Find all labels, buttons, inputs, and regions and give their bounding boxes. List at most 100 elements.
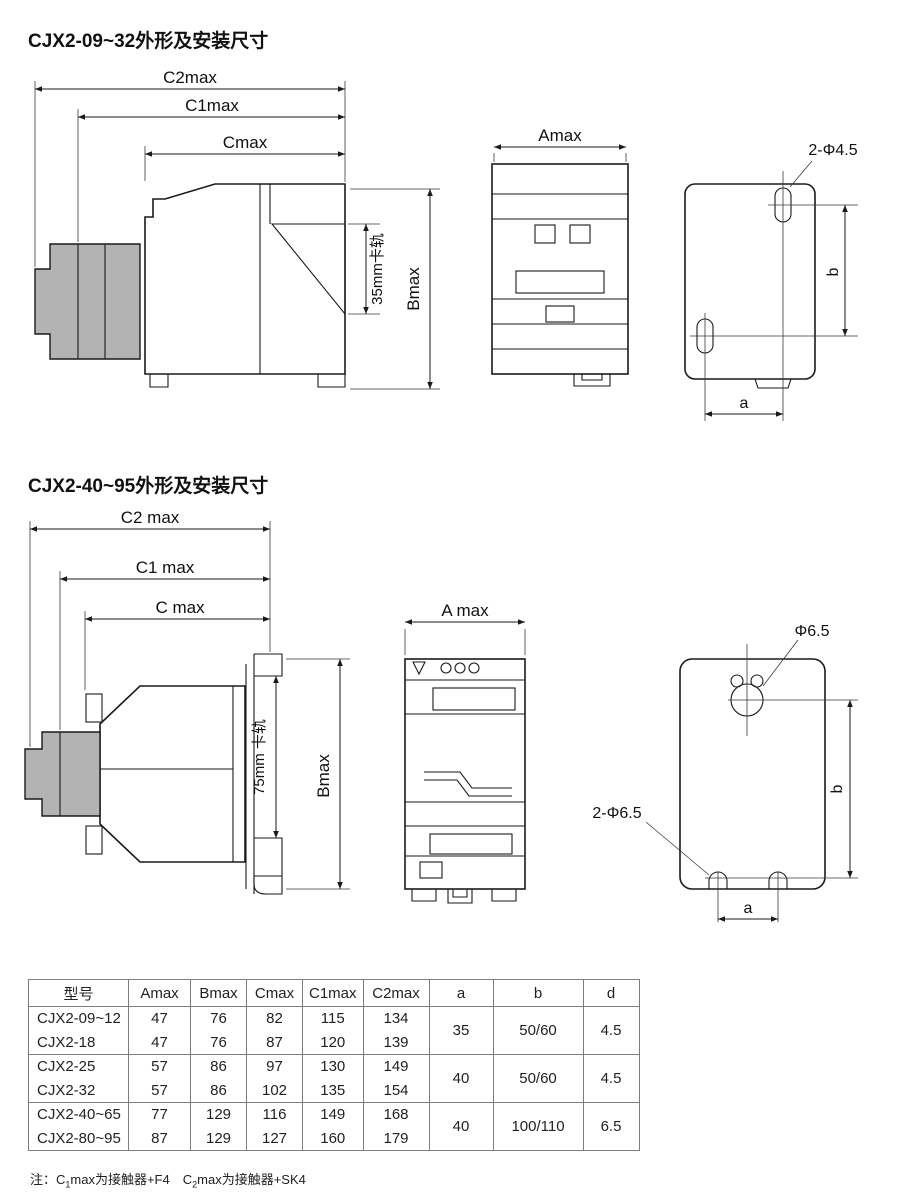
cell-b: 100/110: [492, 1102, 584, 1151]
terminal-block: [534, 224, 556, 244]
triangle-mark: [412, 661, 426, 676]
cell-value: 87: [246, 1030, 303, 1055]
cell-value: 130: [302, 1054, 364, 1079]
keyhole-ear: [730, 674, 744, 688]
centerlines: [705, 644, 858, 922]
cell-value: 76: [190, 1006, 247, 1031]
rail-label: 75mm 卡轨: [251, 719, 268, 795]
hole-label: 2-Φ4.5: [808, 142, 857, 159]
dimensions-table: 型号 Amax Bmax Cmax C1max C2max a b d CJX2…: [28, 979, 640, 1151]
cell-a: 40: [428, 1102, 494, 1151]
din-rail-clip: [270, 223, 346, 316]
cell-value: 127: [246, 1126, 303, 1151]
extension-lines: [404, 629, 526, 655]
centerlines: [690, 171, 858, 421]
front-body-outline: [491, 163, 629, 375]
cell-value: 102: [246, 1078, 303, 1103]
cell-value: 47: [128, 1030, 191, 1055]
extension-lines: [29, 521, 271, 747]
table-row: CJX2-25 57 86 97 130 149 40 50/60 4.5: [28, 1054, 640, 1103]
section1-drawings: C2max C1max Cmax 35mm卡轨: [34, 68, 858, 421]
dim-label: Bmax: [404, 267, 423, 311]
cell-value: 116: [246, 1102, 303, 1127]
contactor-body-outline: [99, 685, 246, 863]
front-body-lines: [405, 679, 525, 857]
leader-line: [762, 639, 799, 687]
cell-value: 87: [128, 1126, 191, 1151]
dim-label: Bmax: [314, 754, 333, 798]
cell-value: 129: [190, 1102, 247, 1127]
coil-block: [24, 731, 101, 817]
col-header-amax: Amax: [128, 979, 191, 1007]
dim-bmax: Bmax: [350, 188, 440, 390]
plate-bottom-tab: [754, 378, 792, 389]
terminal-block: [569, 224, 591, 244]
dim-label: C max: [155, 598, 205, 617]
cell-value: 86: [190, 1078, 247, 1103]
cell-value: 149: [302, 1102, 364, 1127]
col-header-model: 型号: [28, 979, 129, 1007]
contactor-body-outline: [144, 183, 346, 375]
dim-amax: A max: [404, 601, 526, 655]
dim-label: A max: [441, 601, 489, 620]
dim-rail-35: 35mm卡轨: [348, 223, 386, 315]
footnote-sub: 1: [65, 1179, 71, 1190]
dim-c2max: C2max: [34, 68, 346, 267]
keyhole-ear: [750, 674, 764, 688]
leader-line: [645, 821, 710, 876]
contactor-body-details: [100, 686, 234, 862]
mount-view-1: b a 2-Φ4.5: [684, 142, 858, 421]
col-header-cmax: Cmax: [246, 979, 303, 1007]
table-row: CJX2-18 47 76 87 120 139: [28, 1030, 640, 1055]
dim-cmax: C max: [84, 598, 270, 690]
cell-a: 40: [428, 1054, 494, 1103]
cell-model: CJX2-25: [28, 1054, 129, 1079]
bottom-feet: [411, 889, 517, 904]
cell-d: 6.5: [582, 1102, 640, 1151]
cell-value: 57: [128, 1054, 191, 1079]
dim-cmax: Cmax: [144, 133, 345, 181]
side-view-2: C2 max C1 max C max 75mm 卡轨: [24, 508, 350, 895]
col-header-c1max: C1max: [302, 979, 364, 1007]
contactor-body-details: [149, 184, 346, 388]
dim-label: a: [740, 395, 749, 412]
footnote-text: max为接触器+SK4: [197, 1172, 306, 1187]
dim-b: b: [829, 700, 853, 878]
cell-value: 120: [302, 1030, 364, 1055]
footnote-sub: 2: [192, 1179, 198, 1190]
cell-d: 4.5: [582, 1054, 640, 1103]
cell-value: 160: [302, 1126, 364, 1151]
section2-title: CJX2-40~95外形及安装尺寸: [28, 476, 269, 497]
front-view-1: Amax: [491, 126, 629, 387]
hole-label: 2-Φ6.5: [592, 805, 641, 822]
bottom-notches: [708, 871, 788, 889]
mount-view-2: b a Φ6.5 2-Φ6.5: [592, 623, 858, 922]
cell-value: 97: [246, 1054, 303, 1079]
cell-model: CJX2-09~12: [28, 1006, 129, 1031]
leader-line: [789, 160, 813, 188]
section1-title: CJX2-09~32外形及安装尺寸: [28, 31, 269, 52]
dim-c2max: C2 max: [29, 508, 271, 747]
terminal-strip: [432, 687, 516, 711]
dim-b: b: [825, 205, 848, 336]
dim-label: C1max: [185, 96, 239, 115]
dim-label: C2 max: [121, 508, 180, 527]
front-body-outline: [404, 658, 526, 890]
cell-value: 115: [302, 1006, 364, 1031]
cell-value: 86: [190, 1054, 247, 1079]
cell-model: CJX2-32: [28, 1078, 129, 1103]
cell-value: 82: [246, 1006, 303, 1031]
rail-plate: [245, 654, 255, 894]
cell-value: 77: [128, 1102, 191, 1127]
mount-plate-outline: [684, 183, 816, 380]
table-row: CJX2-40~65 77 129 116 149 168 40 100/110…: [28, 1102, 640, 1151]
cell-model: CJX2-40~65: [28, 1102, 129, 1127]
center-detail: [545, 305, 575, 323]
col-header-b: b: [492, 979, 584, 1007]
cell-value: 57: [128, 1078, 191, 1103]
dim-amax: Amax: [493, 126, 627, 162]
rail-label: 35mm卡轨: [369, 233, 386, 305]
dim-label: Amax: [538, 126, 582, 145]
table-row: CJX2-80~95 87 129 127 160 179: [28, 1126, 640, 1151]
